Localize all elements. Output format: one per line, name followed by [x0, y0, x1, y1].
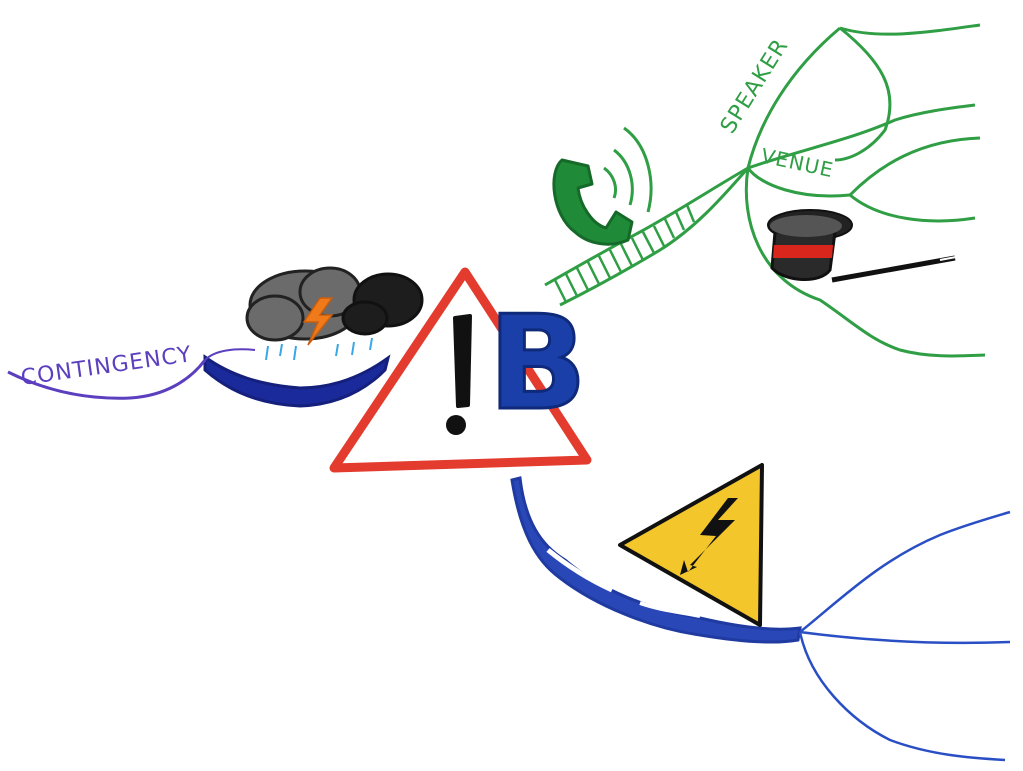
central-letter: B: [488, 287, 587, 439]
branch-label-venue: VENUE: [759, 143, 836, 182]
exclamation-mark-icon: [446, 314, 472, 435]
branch-contingency: [7, 348, 391, 408]
branch-speaker-venue: [544, 23, 986, 358]
storm-cloud-icon: [245, 266, 424, 361]
high-voltage-warning-icon: [618, 463, 764, 627]
branch-label-speaker: SPEAKER: [716, 34, 794, 138]
branch-electrical: [510, 476, 1011, 762]
telephone-icon: [552, 126, 653, 246]
magic-hat-icon: [767, 209, 957, 283]
branch-label-contingency: CONTINGENCY: [19, 342, 193, 391]
